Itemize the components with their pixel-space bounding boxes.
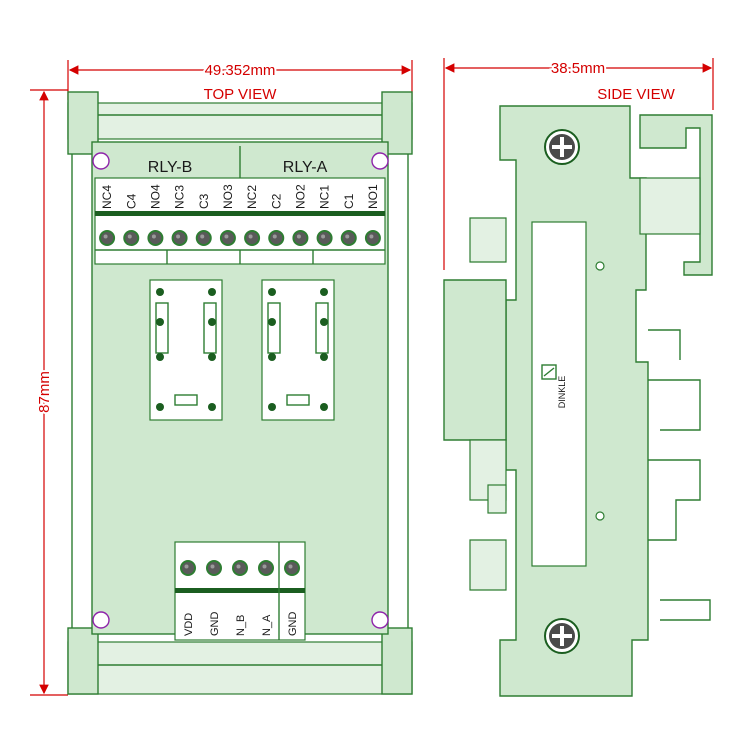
top-terminal-label: C1 [342, 193, 356, 209]
mounting-hole-icon [92, 611, 110, 629]
top-view-title: TOP VIEW [204, 86, 278, 103]
brand-logo: DINKLE [541, 364, 567, 409]
side-din-clip [639, 114, 713, 276]
mounting-hole-icon [371, 611, 389, 629]
bottom-terminal-labels: VDD GND N_B N_A GND [183, 612, 299, 637]
side-view-title: SIDE VIEW [597, 86, 675, 103]
top-view: RLY-B RLY-A NC4 C4 NO4 NC3 C3 NO3 NC2 C2 NO2 NC1 C… [67, 91, 413, 695]
top-terminal-label: C4 [124, 193, 138, 209]
bottom-terminal-screws [180, 560, 300, 576]
clip-bottom-left [67, 627, 99, 695]
terminal-screw-icon [292, 230, 309, 246]
svg-text:DINKLE: DINKLE [557, 376, 567, 409]
clip-bottom-right [381, 627, 413, 695]
terminal-screw-icon [171, 230, 188, 246]
top-rail [67, 102, 413, 140]
terminal-screw-icon [180, 560, 196, 576]
top-terminal-label: NC4 [100, 185, 114, 209]
terminal-screw-icon [284, 560, 300, 576]
bottom-terminal-label: GND [209, 612, 221, 637]
terminal-screw-icon [99, 230, 116, 246]
relay-a-footprint [261, 279, 335, 421]
mounting-hole-icon [92, 152, 110, 170]
top-terminal-label: NO1 [366, 184, 380, 209]
top-terminal-label: NC3 [173, 185, 187, 209]
terminal-screw-icon [268, 230, 285, 246]
terminal-screw-icon [364, 230, 381, 246]
top-terminal-label: NO3 [221, 184, 235, 209]
bottom-terminal-label: GND [287, 612, 299, 637]
terminal-screw-icon [123, 230, 140, 246]
terminal-screw-icon [232, 560, 248, 576]
side-label-panel [531, 221, 587, 567]
screw-top-icon [544, 129, 580, 165]
top-terminal-label: C2 [269, 193, 283, 209]
terminal-screw-icon [206, 560, 222, 576]
terminal-screw-icon [340, 230, 357, 246]
terminal-screw-icon [316, 230, 333, 246]
top-terminal-label: NC1 [318, 185, 332, 209]
bottom-terminal-label: VDD [183, 613, 195, 636]
terminal-screw-icon [219, 230, 236, 246]
screw-bottom-icon [544, 618, 580, 654]
bottom-rail [67, 641, 413, 695]
top-terminal-label: NO4 [148, 184, 162, 209]
height-label: 87mm [36, 371, 53, 413]
relay-b-footprint [149, 279, 223, 421]
terminal-screw-icon [258, 560, 274, 576]
bottom-terminal-label: N_B [235, 615, 247, 636]
relay-a-label: RLY-A [283, 159, 328, 176]
mounting-hole-icon [371, 152, 389, 170]
terminal-screw-icon [147, 230, 164, 246]
top-terminal-screws [99, 230, 381, 246]
top-terminal-label: NC2 [245, 185, 259, 209]
side-view: DINKLE [443, 105, 713, 697]
top-terminal-label: NO2 [293, 184, 307, 209]
side-width-label: 38.5mm [551, 60, 605, 77]
bottom-terminal-label: N_A [261, 614, 273, 636]
dimension-lines [30, 58, 714, 696]
top-terminal-labels: NC4 C4 NO4 NC3 C3 NO3 NC2 C2 NO2 NC1 C1 NO1 [100, 184, 380, 209]
top-width-label: 49.352mm [205, 62, 276, 79]
top-terminal-label: C3 [197, 193, 211, 209]
terminal-screw-icon [195, 230, 212, 246]
relay-b-label: RLY-B [148, 159, 192, 176]
side-terminal-block [443, 279, 507, 441]
terminal-screw-icon [244, 230, 261, 246]
